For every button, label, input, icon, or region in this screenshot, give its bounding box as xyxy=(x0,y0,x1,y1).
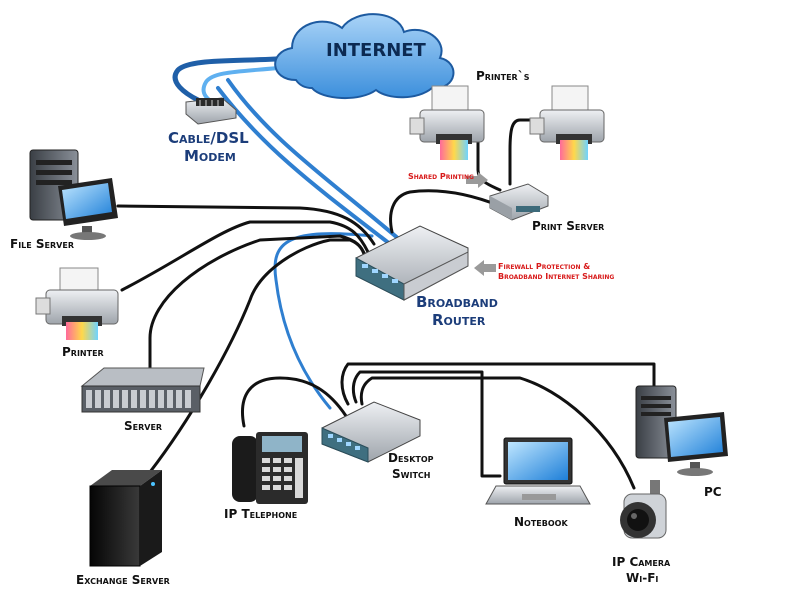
cable-fileserver-router xyxy=(116,204,376,246)
printer-top-left xyxy=(409,85,485,160)
file-server xyxy=(29,149,118,240)
firewall-note-line1: Firewall Protection & xyxy=(498,262,591,271)
exchange-server-label: Exchange Server xyxy=(76,573,170,587)
file-server-label: File Server xyxy=(10,237,74,251)
switch-label-line1: Desktop xyxy=(388,451,434,465)
printer-top-right xyxy=(529,85,605,160)
internet-cloud xyxy=(274,13,455,100)
cables xyxy=(116,55,656,490)
notebook-label: Notebook xyxy=(514,515,568,529)
camera-label-line1: IP Camera xyxy=(612,555,671,569)
cable-cloud-modem-1 xyxy=(172,55,295,103)
cable-telephone-switch xyxy=(241,376,348,428)
switch-label-line2: Switch xyxy=(392,467,431,481)
printer-left xyxy=(35,267,119,340)
cable-printserver-router xyxy=(389,189,502,234)
cable-camera-switch xyxy=(359,376,636,490)
ip-camera xyxy=(620,480,667,539)
internet-label: INTERNET xyxy=(326,40,426,61)
pc-label: PC xyxy=(704,485,722,499)
cable-cloud-modem-2 xyxy=(201,64,298,104)
exchange-server xyxy=(89,470,162,567)
cable-pc-switch xyxy=(340,362,656,406)
server-label: Server xyxy=(124,419,163,433)
firewall-arrow xyxy=(474,260,496,276)
shared-printing-arrow xyxy=(466,172,488,188)
cable-router-switch xyxy=(273,232,374,410)
print-server-label: Print Server xyxy=(532,219,605,233)
modem-label-line1: Cable/DSL xyxy=(168,129,249,147)
router-label-line2: Router xyxy=(432,311,486,329)
cable-modem xyxy=(185,97,237,125)
rack-server xyxy=(80,367,205,413)
desktop-switch xyxy=(321,401,421,463)
cable-printer2-printserver xyxy=(508,118,542,186)
ip-telephone-label: IP Telephone xyxy=(224,507,298,521)
firewall-note-line2: Broadband Internet Sharing xyxy=(498,272,615,281)
router-label-line1: Broadband xyxy=(416,293,498,311)
printers-label: Printer`s xyxy=(476,69,530,83)
camera-label-line2: Wi-Fi xyxy=(626,571,659,585)
broadband-router xyxy=(355,225,469,301)
cable-printer-router xyxy=(120,220,370,292)
cable-notebook-switch xyxy=(351,370,502,478)
cable-modem-router-1 xyxy=(226,78,402,242)
notebook xyxy=(485,437,591,505)
modem-label-line2: Modem xyxy=(184,147,236,165)
pc xyxy=(635,385,728,476)
ip-telephone xyxy=(232,432,308,504)
print-server xyxy=(489,183,549,221)
shared-printing-note: Shared Printing xyxy=(408,172,474,181)
printer-label: Printer xyxy=(62,345,104,359)
